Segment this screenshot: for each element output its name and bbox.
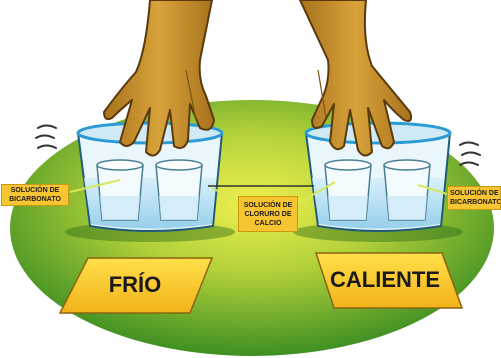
callout-line-2: BICARBONATO bbox=[9, 195, 61, 204]
hot-label: CALIENTE bbox=[322, 267, 448, 293]
callout-line-2: BICARBONATO bbox=[450, 198, 501, 207]
cup-icon bbox=[156, 160, 202, 220]
cup-icon bbox=[384, 160, 430, 220]
callout-line-3: CALCIO bbox=[255, 219, 282, 228]
beaker-hot-icon bbox=[306, 123, 450, 231]
callout-calcium-chloride: SOLUCIÓN DE CLORURO DE CALCIO bbox=[238, 196, 298, 232]
callout-line-1: SOLUCIÓN DE bbox=[244, 201, 293, 210]
cup-icon bbox=[97, 160, 143, 220]
callout-line-1: SOLUCIÓN DE bbox=[450, 189, 499, 198]
cup-icon bbox=[325, 160, 371, 220]
callout-bicarbonate-left: SOLUCIÓN DE BICARBONATO bbox=[1, 184, 69, 206]
callout-bicarbonate-right: SOLUCIÓN DE BICARBONATO bbox=[447, 186, 501, 210]
callout-line-1: SOLUCIÓN DE bbox=[11, 186, 60, 195]
callout-line-2: CLORURO DE bbox=[244, 210, 291, 219]
vibration-lines-icon bbox=[36, 126, 56, 149]
vibration-lines-icon bbox=[460, 143, 480, 166]
cold-label: FRÍO bbox=[95, 272, 175, 298]
